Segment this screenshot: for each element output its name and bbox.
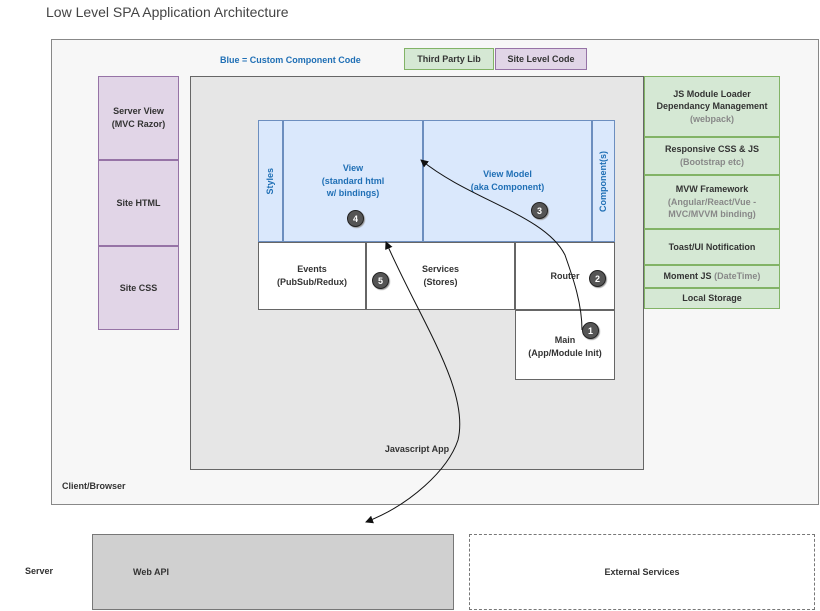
module-loader-box: JS Module Loader Dependancy Management (…: [644, 76, 780, 137]
mvw-sub: (Angular/React/Vue - MVC/MVVM binding): [667, 196, 757, 220]
module-loader-title: JS Module Loader Dependancy Management: [656, 88, 768, 112]
server-label: Server: [25, 566, 54, 576]
legend-blue-note: Blue = Custom Component Code: [220, 55, 361, 65]
toast-box: Toast/UI Notification: [644, 229, 780, 265]
site-html-box: Site HTML: [98, 160, 179, 246]
javascript-app-label: Javascript App: [384, 444, 450, 454]
view-to-web-api-arrow: [365, 241, 461, 524]
local-storage-box: Local Storage: [644, 288, 780, 309]
site-css-box: Site CSS: [98, 246, 179, 330]
web-api-box: Web API: [92, 534, 454, 610]
client-browser-label: Client/Browser: [62, 481, 126, 491]
events-box: Events (PubSub/Redux): [258, 242, 366, 310]
legend-third-party: Third Party Lib: [404, 48, 494, 70]
moment-box: Moment JS (DateTime): [644, 265, 780, 288]
step-badge-2: 2: [589, 270, 606, 287]
step-badge-1: 1: [582, 322, 599, 339]
step-badge-4: 4: [347, 210, 364, 227]
module-loader-sub: (webpack): [689, 113, 734, 124]
moment-title: Moment JS: [663, 271, 712, 282]
mvw-title: MVW Framework: [675, 184, 749, 195]
responsive-box: Responsive CSS & JS (Bootstrap etc): [644, 137, 780, 175]
components-box: Component(s): [592, 120, 615, 242]
step-badge-5: 5: [372, 272, 389, 289]
diagram-title: Low Level SPA Application Architecture: [46, 4, 289, 20]
external-services-box: External Services: [469, 534, 815, 610]
step-badge-3: 3: [531, 202, 548, 219]
main-box: Main (App/Module Init): [515, 310, 615, 380]
responsive-title: Responsive CSS & JS: [664, 144, 760, 155]
mvw-framework-box: MVW Framework (Angular/React/Vue - MVC/M…: [644, 175, 780, 229]
moment-sub: (DateTime): [714, 271, 761, 282]
responsive-sub: (Bootstrap etc): [679, 157, 744, 167]
view-model-box: View Model (aka Component): [423, 120, 592, 242]
styles-box: Styles: [258, 120, 283, 242]
main-to-view-arrow: [420, 159, 583, 331]
legend-site-level: Site Level Code: [495, 48, 587, 70]
server-view-box: Server View (MVC Razor): [98, 76, 179, 160]
